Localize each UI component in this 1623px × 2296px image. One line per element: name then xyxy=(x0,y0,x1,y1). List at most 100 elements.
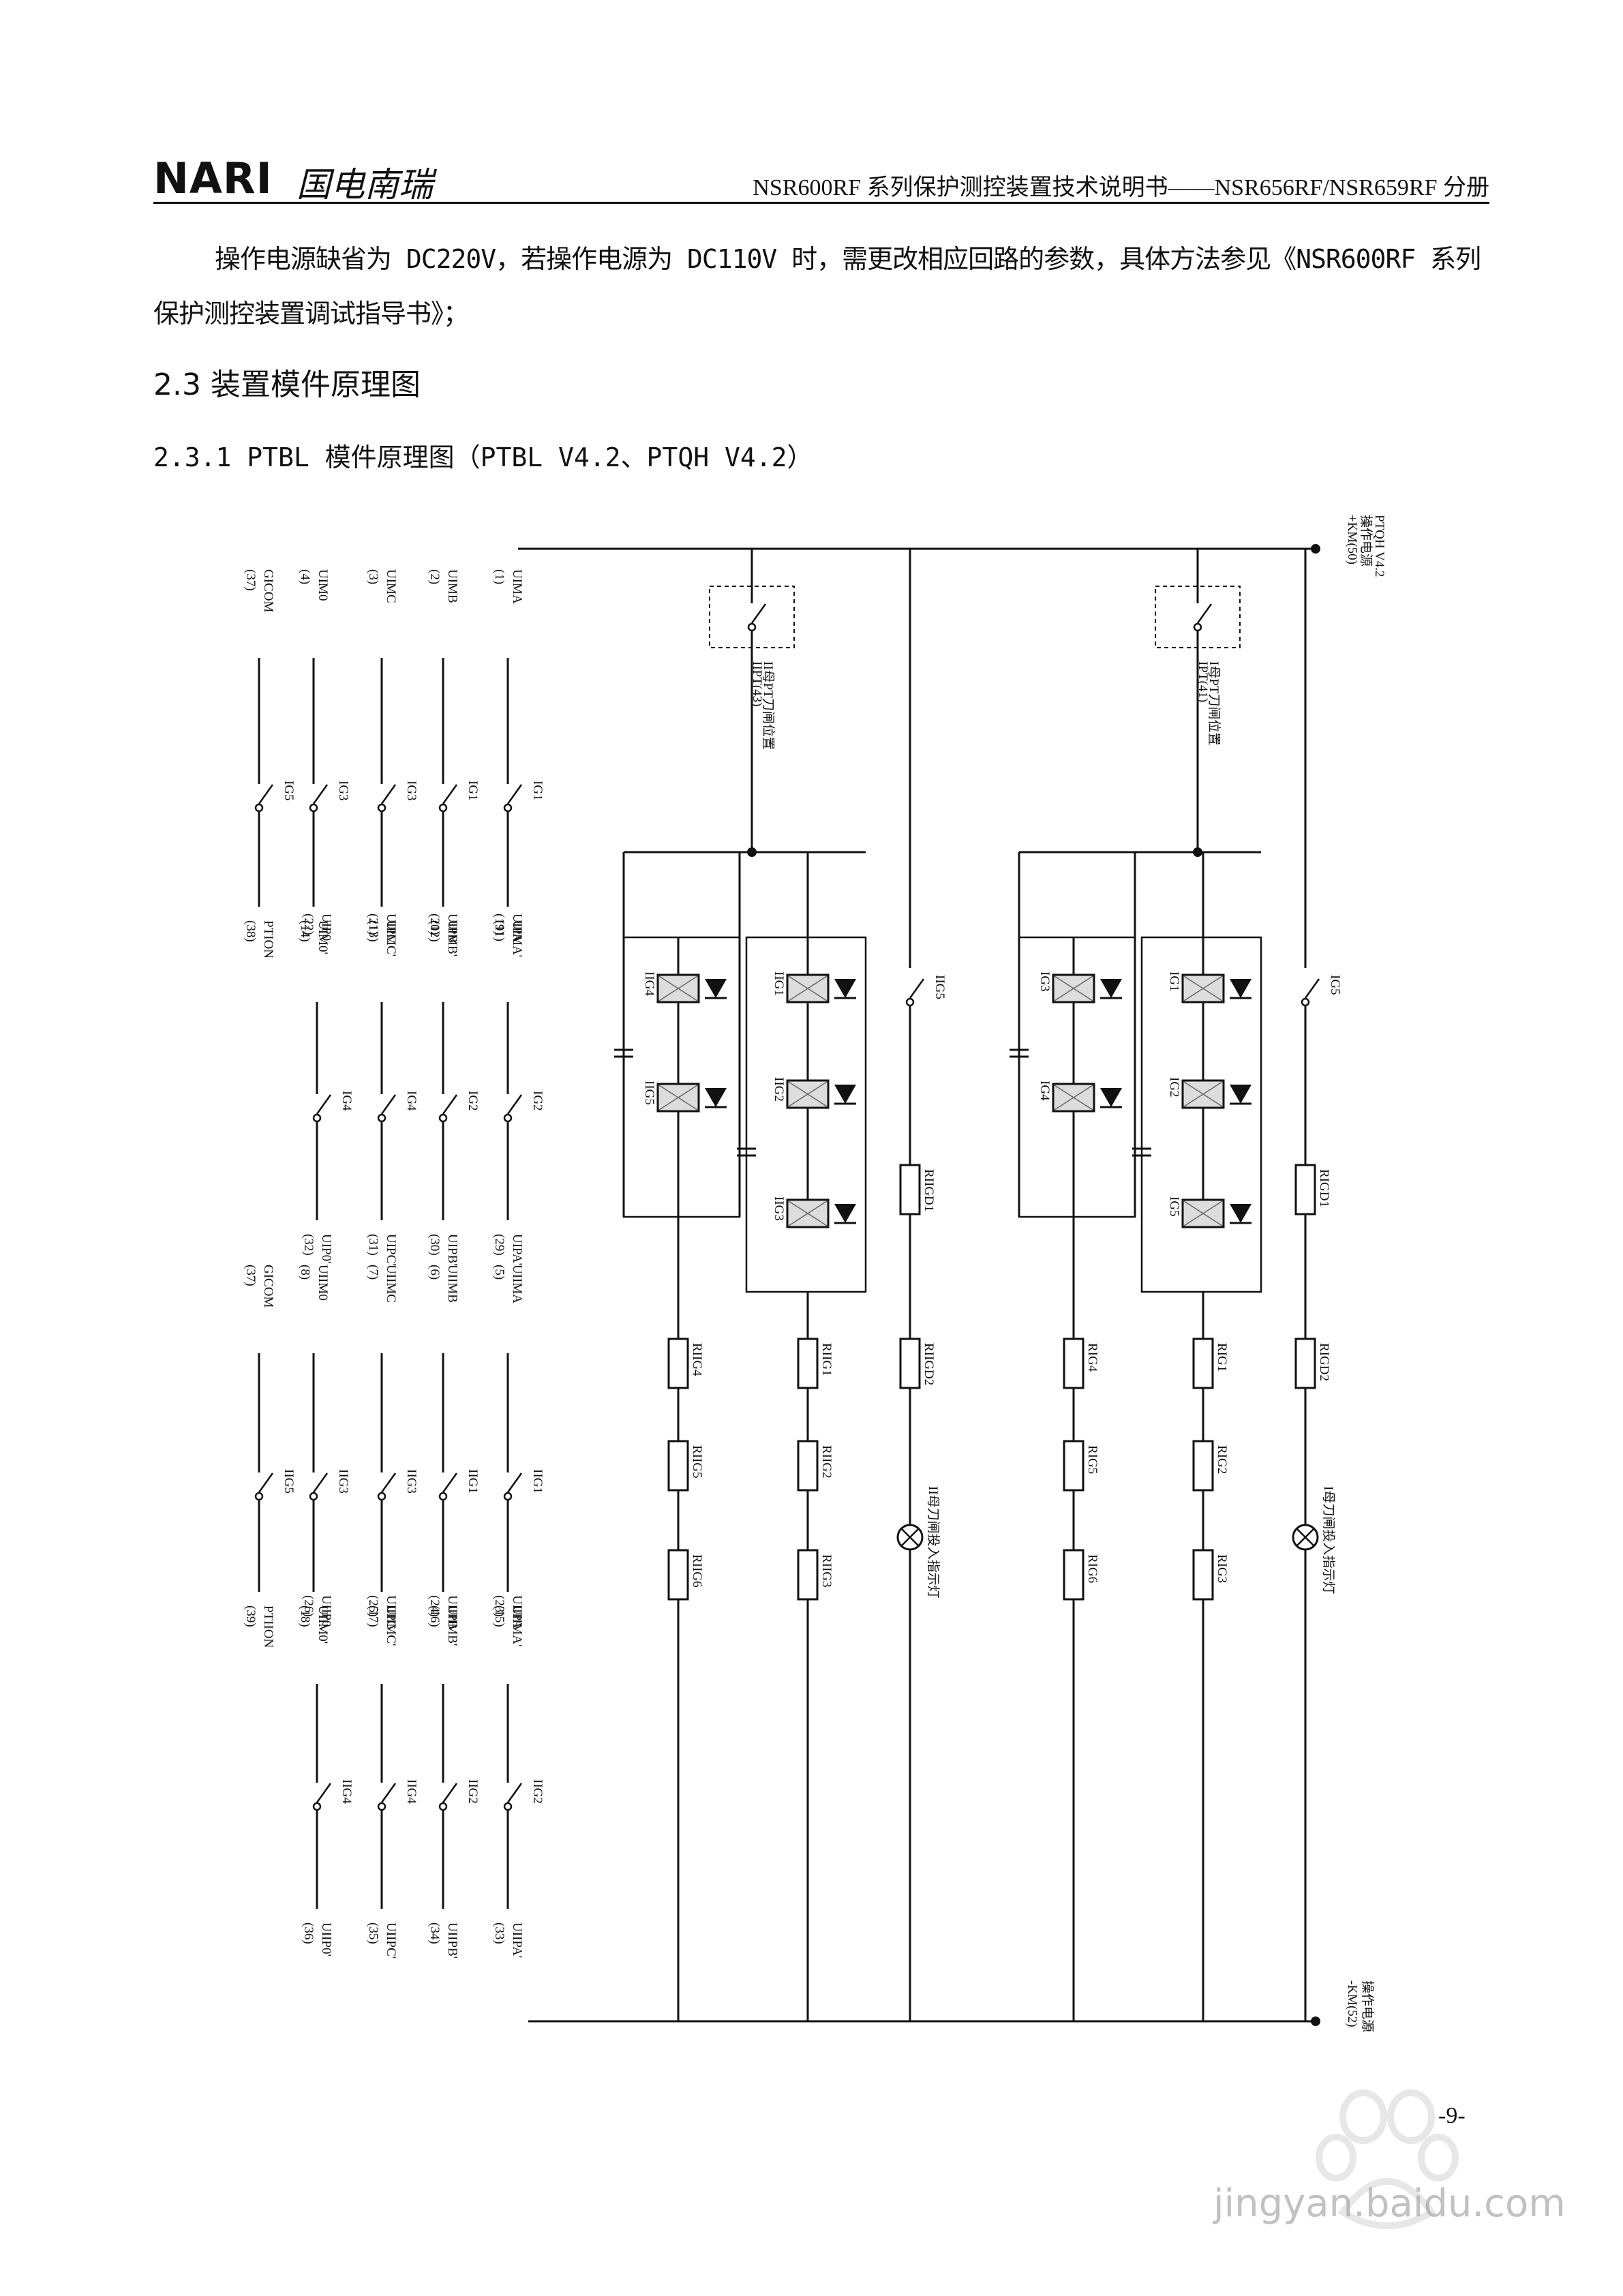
switch-row-3-0-right: UIIPA' xyxy=(510,1922,524,1958)
switch-row-0-3-left-term: (4) xyxy=(298,569,312,584)
i-chain-left-res-1-label: RIG4 xyxy=(1085,1343,1099,1372)
switch-row-3-0-left: UIIPA xyxy=(510,1595,524,1629)
i-left-coil-2-hatch xyxy=(1054,1085,1093,1111)
switch-row-0-4-right-term: (38) xyxy=(243,920,258,942)
switch-row-0-0-right: UIMA' xyxy=(510,920,524,957)
nari-logo: NARI xyxy=(153,153,273,203)
junction-dot xyxy=(1311,544,1320,554)
i-left-coil-1-hatch xyxy=(1054,976,1093,1001)
ii-ind-res-1-label: RIIGD1 xyxy=(922,1169,936,1211)
switch-row-3-0-right-term: (33) xyxy=(492,1922,506,1944)
i-right-block xyxy=(1140,936,1262,1293)
switch-row-2-0-switch-blade xyxy=(506,1472,523,1493)
switch-row-1-1-switch-contact xyxy=(438,1113,448,1123)
ii-pt-terminal: IIPT(43) xyxy=(750,661,764,706)
switch-row-0-0-switch-label: IG1 xyxy=(530,781,545,801)
switch-row-2-0-switch-label: IIG1 xyxy=(530,1469,545,1494)
switch-row-3-0-switch-label: IIG2 xyxy=(530,1779,545,1804)
switch-row-2-2-right-term: (17) xyxy=(366,1605,380,1627)
switch-row-3-1-switch-blade xyxy=(442,1783,458,1803)
switch-row-2-1-switch-label: IIG1 xyxy=(466,1469,480,1494)
junction-dot xyxy=(1311,2016,1320,2026)
switch-row-0-0-left-term: (1) xyxy=(492,569,506,584)
switch-row-2-0-left: UIIMA xyxy=(510,1265,524,1303)
ii-ind-res-2-label: RIIGD2 xyxy=(922,1343,936,1385)
switch-row-1-3-switch-label: IG4 xyxy=(339,1091,354,1111)
switch-row-0-1-left: UIMB xyxy=(445,569,459,603)
i-ind-switch-blade xyxy=(1304,978,1320,999)
switch-row-1-2-left-term: (21) xyxy=(366,913,380,935)
switch-row-1-1-right-term: (30) xyxy=(427,1234,442,1256)
switch-row-1-3-right: UIP0' xyxy=(319,1234,333,1264)
switch-row-0-2-switch-contact xyxy=(377,803,386,813)
i-lamp-cross xyxy=(1296,1528,1315,1547)
ii-right-coil-3-label: IIG3 xyxy=(772,1196,786,1221)
switch-row-0-3-switch-label: IG3 xyxy=(336,781,350,801)
ii-left-diode-2 xyxy=(705,1088,727,1107)
switch-row-2-2-switch-blade xyxy=(380,1472,397,1493)
top-rail-label: PTQH V4.2 xyxy=(1372,515,1386,577)
switch-row-0-1-switch-label: IG1 xyxy=(466,781,480,801)
switch-row-2-1-right-term: (16) xyxy=(427,1605,442,1627)
switch-row-0-4-switch-blade xyxy=(258,784,274,804)
switch-row-1-2-right: UIPC' xyxy=(384,1234,398,1266)
switch-row-0-1-right-term: (12) xyxy=(427,920,442,942)
switch-row-3-1-right: UIIPB' xyxy=(445,1922,459,1959)
switch-row-3-3-switch-blade xyxy=(316,1783,332,1803)
i-right-coil-3-hatch xyxy=(1183,1200,1223,1226)
ii-ind-switch-blade xyxy=(909,978,925,999)
i-chain-right-res-3 xyxy=(1192,1549,1214,1601)
i-left-block xyxy=(1018,936,1136,1218)
switch-row-2-2-switch-contact xyxy=(377,1492,386,1501)
switch-row-3-2-right-term: (35) xyxy=(366,1922,380,1944)
switch-row-3-2-right: UIIPC' xyxy=(384,1922,398,1959)
i-left-coil-2-label: IG4 xyxy=(1037,1081,1052,1101)
switch-row-0-3-right: UIM0' xyxy=(316,920,330,954)
ii-chain-right-res-2-label: RIIG2 xyxy=(819,1445,834,1479)
switch-row-3-0-switch-blade xyxy=(506,1783,523,1803)
switch-row-2-0-switch-contact xyxy=(503,1492,513,1501)
i-chain-left-res-1 xyxy=(1063,1338,1084,1389)
switch-row-2-3-left: UIIM0 xyxy=(316,1265,330,1301)
ii-right-block xyxy=(745,936,867,1293)
subsection-heading: 2.3.1 PTBL 模件原理图（PTBL V4.2、PTQH V4.2） xyxy=(153,442,813,472)
switch-row-0-2-right-term: (13) xyxy=(366,920,380,942)
switch-row-0-3-left: UIM0 xyxy=(316,569,330,601)
switch-row-3-2-switch-label: IIG4 xyxy=(404,1779,419,1804)
switch-row-1-0-switch-blade xyxy=(506,1094,523,1115)
switch-row-3-2-switch-blade xyxy=(380,1783,397,1803)
switch-row-1-1-right: UIPB' xyxy=(445,1234,459,1266)
i-pt-label: I母PT刀闸位置 xyxy=(1207,661,1222,746)
switch-row-2-2-right: UIIMC' xyxy=(384,1605,398,1646)
switch-row-2-0-right-term: (15) xyxy=(492,1605,506,1627)
ii-lamp-cross xyxy=(900,1528,920,1547)
i-left-diode-1 xyxy=(1100,979,1122,998)
switch-row-2-2-left-term: (7) xyxy=(366,1265,380,1280)
ii-chain-left-res-1 xyxy=(667,1338,689,1389)
i-ind-res-2-label: RIGD2 xyxy=(1317,1343,1331,1381)
nari-logo-chinese: 国电南瑞 xyxy=(297,165,433,205)
i-chain-left-res-3-label: RIG6 xyxy=(1085,1554,1099,1583)
switch-row-2-4-left: GICOM xyxy=(261,1265,275,1308)
switch-row-0-4-left: GICOM xyxy=(261,569,275,612)
switch-row-1-1-switch-blade xyxy=(442,1094,458,1115)
ii-right-coil-2-hatch xyxy=(788,1081,828,1107)
switch-row-0-4-switch-contact xyxy=(254,803,264,813)
switch-row-2-4-right: PTIION xyxy=(261,1605,275,1648)
ii-left-diode-1 xyxy=(705,979,727,998)
switch-row-1-0-right: UIPA' xyxy=(510,1234,524,1265)
switch-row-0-2-left-term: (3) xyxy=(366,569,380,584)
i-right-diode-1 xyxy=(1230,979,1252,998)
baidu-watermark-icon xyxy=(1316,2089,1459,2229)
switch-row-3-3-switch-contact xyxy=(312,1802,322,1811)
switch-row-1-2-switch-contact xyxy=(377,1113,386,1123)
switch-row-0-0-right-term: (11) xyxy=(492,920,506,941)
switch-row-1-3-switch-blade xyxy=(316,1094,332,1115)
ii-right-coil-1-hatch xyxy=(788,976,828,1001)
ii-lamp-label: II母刀闸投入指示灯 xyxy=(926,1486,941,1599)
ii-chain-right-res-1 xyxy=(797,1338,819,1389)
switch-row-3-1-switch-contact xyxy=(438,1802,448,1811)
switch-row-1-3-left-term: (22) xyxy=(301,913,316,935)
i-chain-right-res-2-label: RIG2 xyxy=(1215,1445,1229,1474)
bottom-rail-terminal: -KM(52) xyxy=(1345,1980,1359,2027)
